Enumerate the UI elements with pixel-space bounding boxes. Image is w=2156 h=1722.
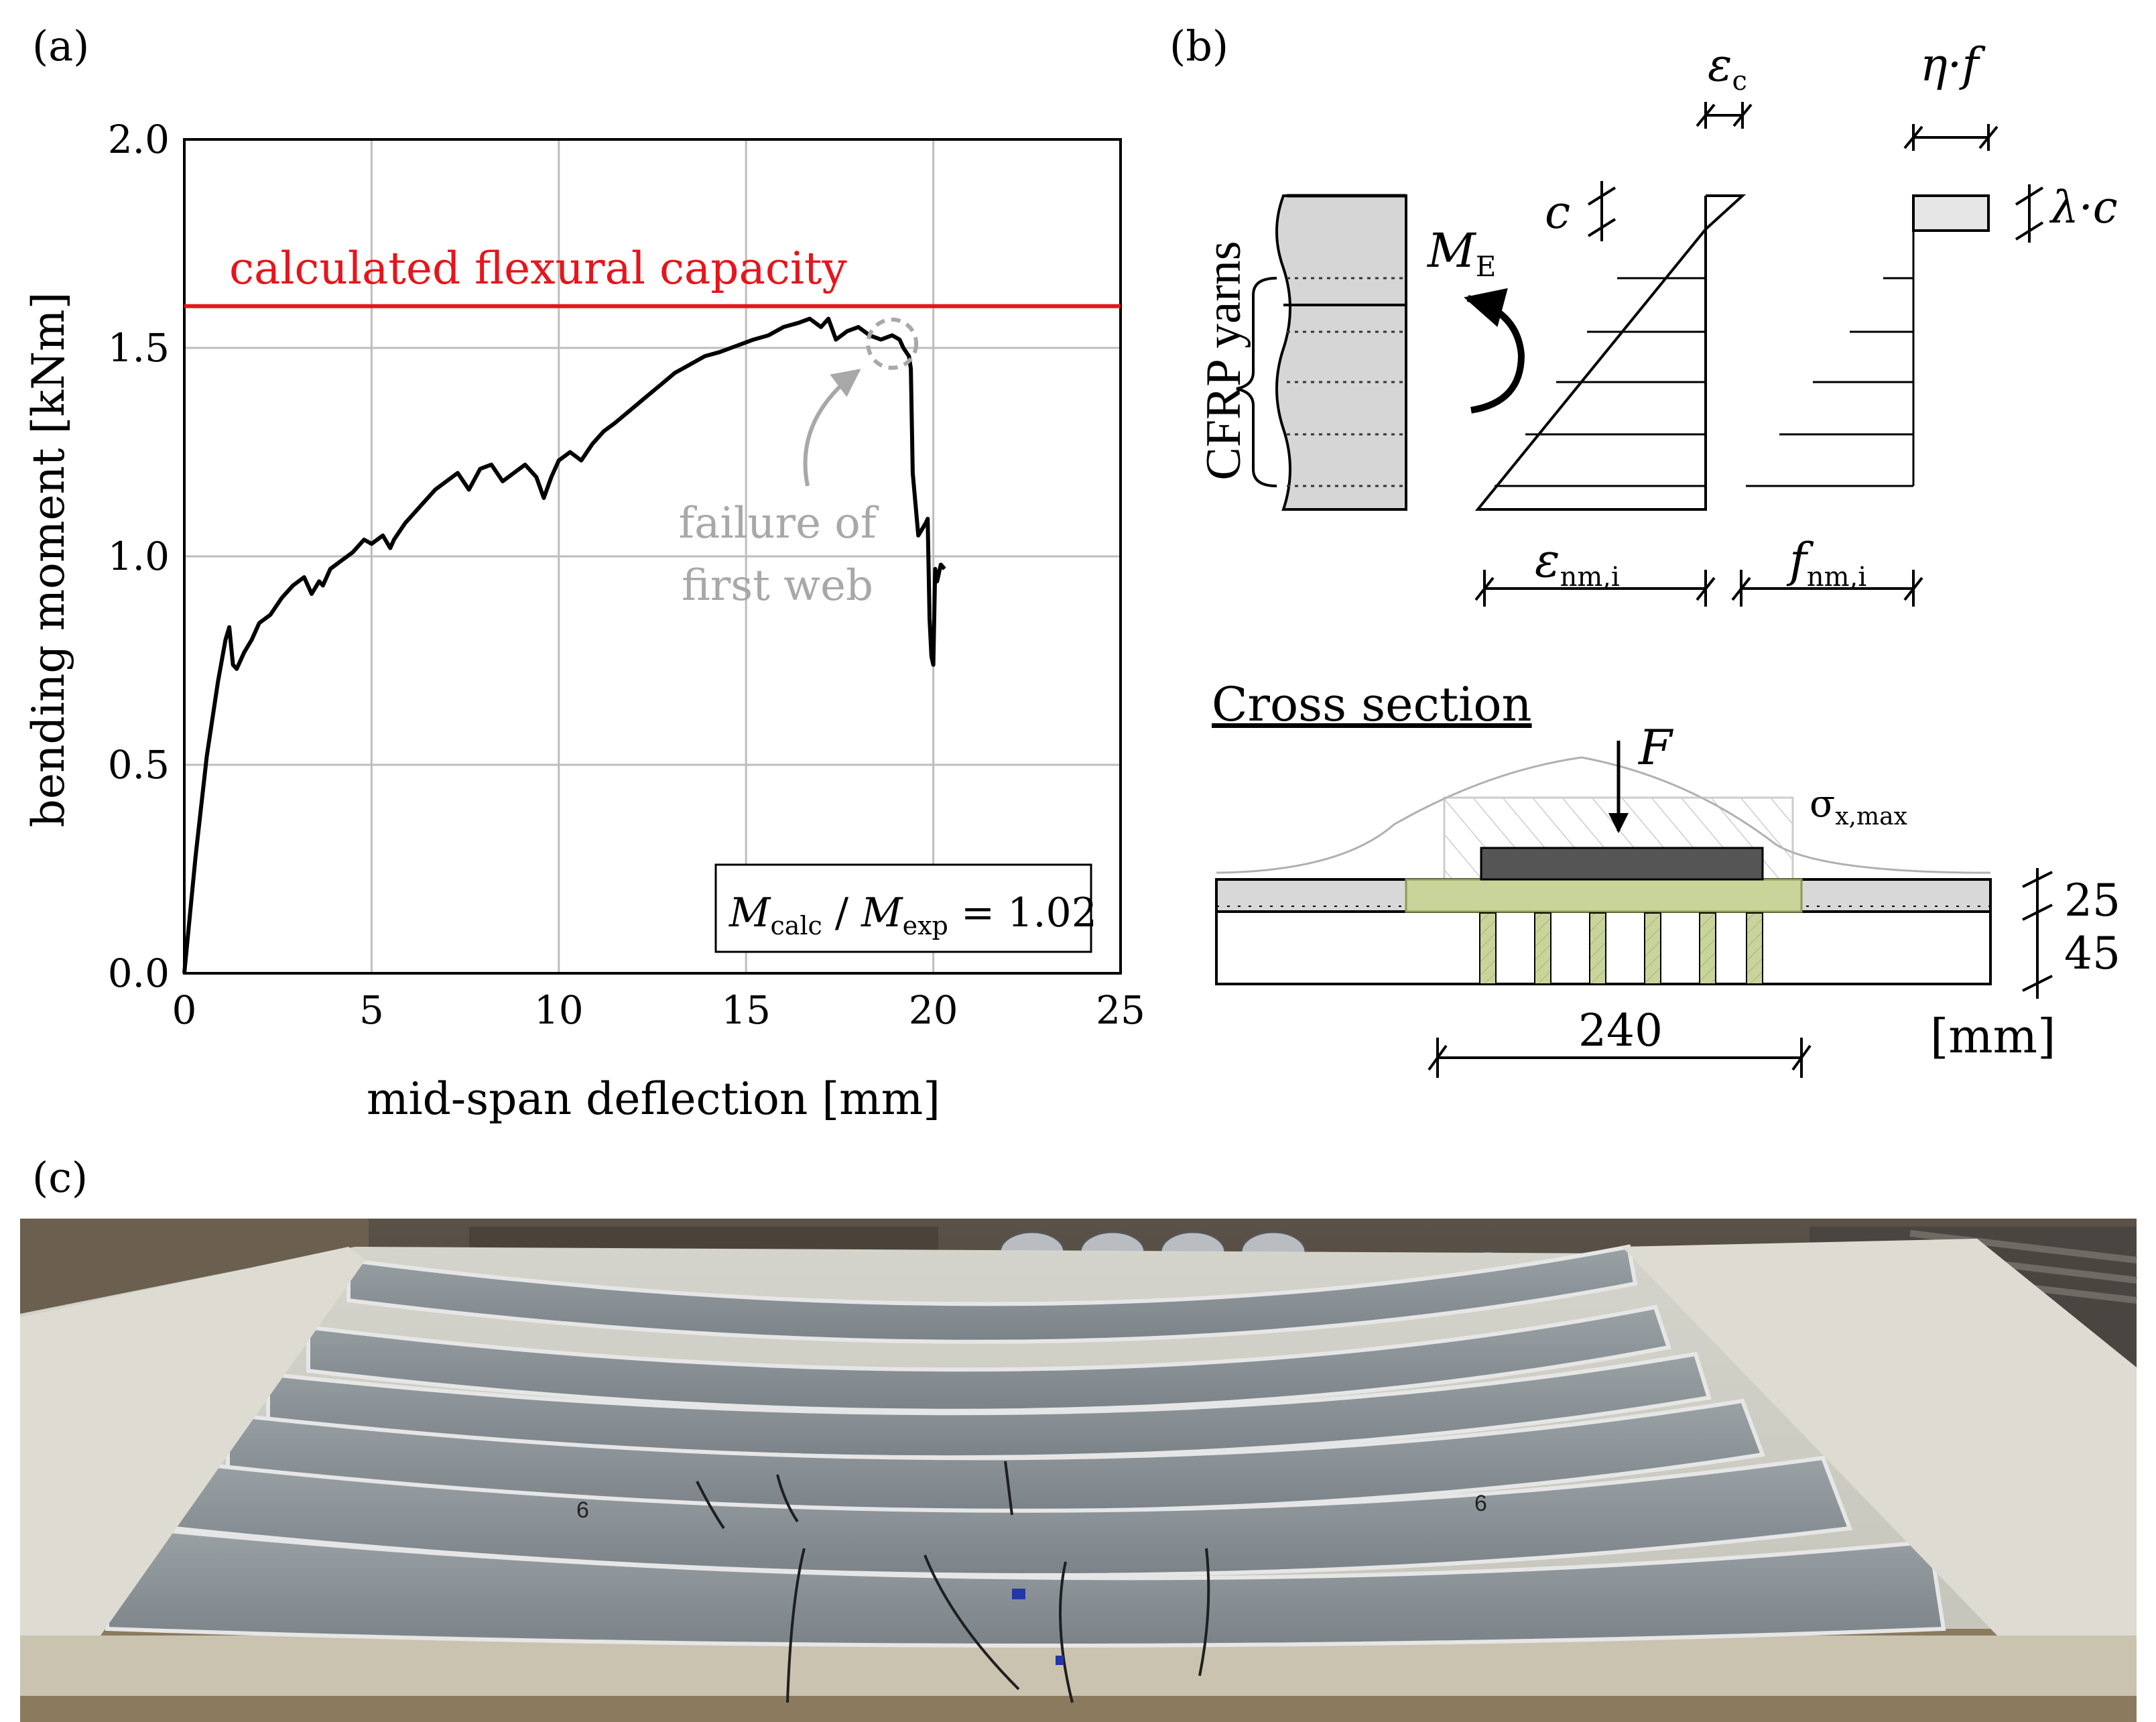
dim-top-label: 25 [2064,875,2120,926]
failure-arrow [803,369,861,487]
x-tick-label: 10 [534,987,584,1033]
stress-envelope [1216,756,1991,874]
stress-strain-diagram: CFRP yarns ME c εc [1196,39,2118,607]
stress-block [1912,194,1990,232]
y-tick-labels: 0.0 0.5 1.0 1.5 2.0 [108,117,170,996]
y-tick-label: 1.5 [108,325,170,371]
y-tick-label: 1.0 [108,534,170,579]
y-tick-label: 0.5 [108,742,170,788]
yarns-brace [1236,277,1277,487]
x-tick-label: 25 [1096,987,1145,1033]
moment-label: ME [1426,223,1496,283]
specimen-photo: 6 6 [20,1219,2137,1722]
cross-section-diagram: Cross section F σx,max [1212,677,2120,1078]
y-tick-label: 2.0 [108,117,170,162]
sigma-label: σx,max [1810,782,1907,831]
x-tick-label: 0 [172,987,197,1033]
yarn-stress-bars [1746,196,1915,487]
webs [1479,912,1763,985]
plot-frame [183,138,1122,975]
depth-c-dimension [1587,181,1616,241]
y-axis-title: bending moment [kNm] [23,292,74,828]
x-tick-label: 15 [721,987,771,1033]
thickness-dimensions [2022,868,2053,999]
dim-width-label: 240 [1578,1005,1663,1056]
section-block [1275,194,1407,511]
strain-bottom-label: εnm,i [1535,533,1620,593]
stress-top-dimension [1903,124,1999,151]
x-tick-label: 20 [909,987,958,1033]
panel-label-a: (a) [32,21,89,70]
cross-section-title: Cross section [1212,677,1532,732]
strain-top-label: εc [1708,39,1747,97]
moment-arrow [1464,288,1525,414]
x-tick-labels: 0 5 10 15 20 25 [172,987,1145,1033]
reinforced-zone [1405,878,1803,913]
lambda-c-label: λ·c [2049,182,2118,233]
specimen-webs [105,1244,1946,1648]
width-dimension [1428,1038,1812,1078]
panel-label-c: (c) [32,1153,88,1202]
dim-bottom-label: 45 [2064,928,2120,979]
lambda-c-dimension [2015,184,2044,243]
strain-distribution [1474,194,1747,511]
unit-label: [mm] [1930,1009,2055,1064]
ratio-box: Mcalc / Mexp = 1.02 [714,863,1097,953]
force-label: F [1637,719,1674,776]
yarns-label: CFRP yarns [1196,241,1251,480]
x-axis-title: mid-span deflection [mm] [367,1073,940,1125]
series-line-moment [182,316,946,974]
failure-label-line2: first web [682,561,873,611]
cracks [696,1461,1210,1703]
flexural-capacity-label: calculated flexural capacity [229,243,847,294]
failure-label-line1: failure of [678,499,879,548]
photo-mark-left: 6 [576,1497,589,1523]
panel-label-b: (b) [1169,21,1228,70]
load-plate [1480,847,1764,881]
failure-marker-circle [866,317,919,370]
strain-top-dimension [1696,102,1753,129]
ratio-text: Mcalc / Mexp = 1.02 [728,889,1097,940]
bottom-dimensions [1474,570,1923,607]
photo-mark-right: 6 [1474,1491,1487,1516]
x-tick-label: 5 [359,987,384,1033]
depth-c-label: c [1545,186,1570,239]
stress-bottom-label: fnm,i [1786,533,1866,593]
y-tick-label: 0.0 [108,950,170,996]
stress-top-label: η·f [1920,39,1986,92]
